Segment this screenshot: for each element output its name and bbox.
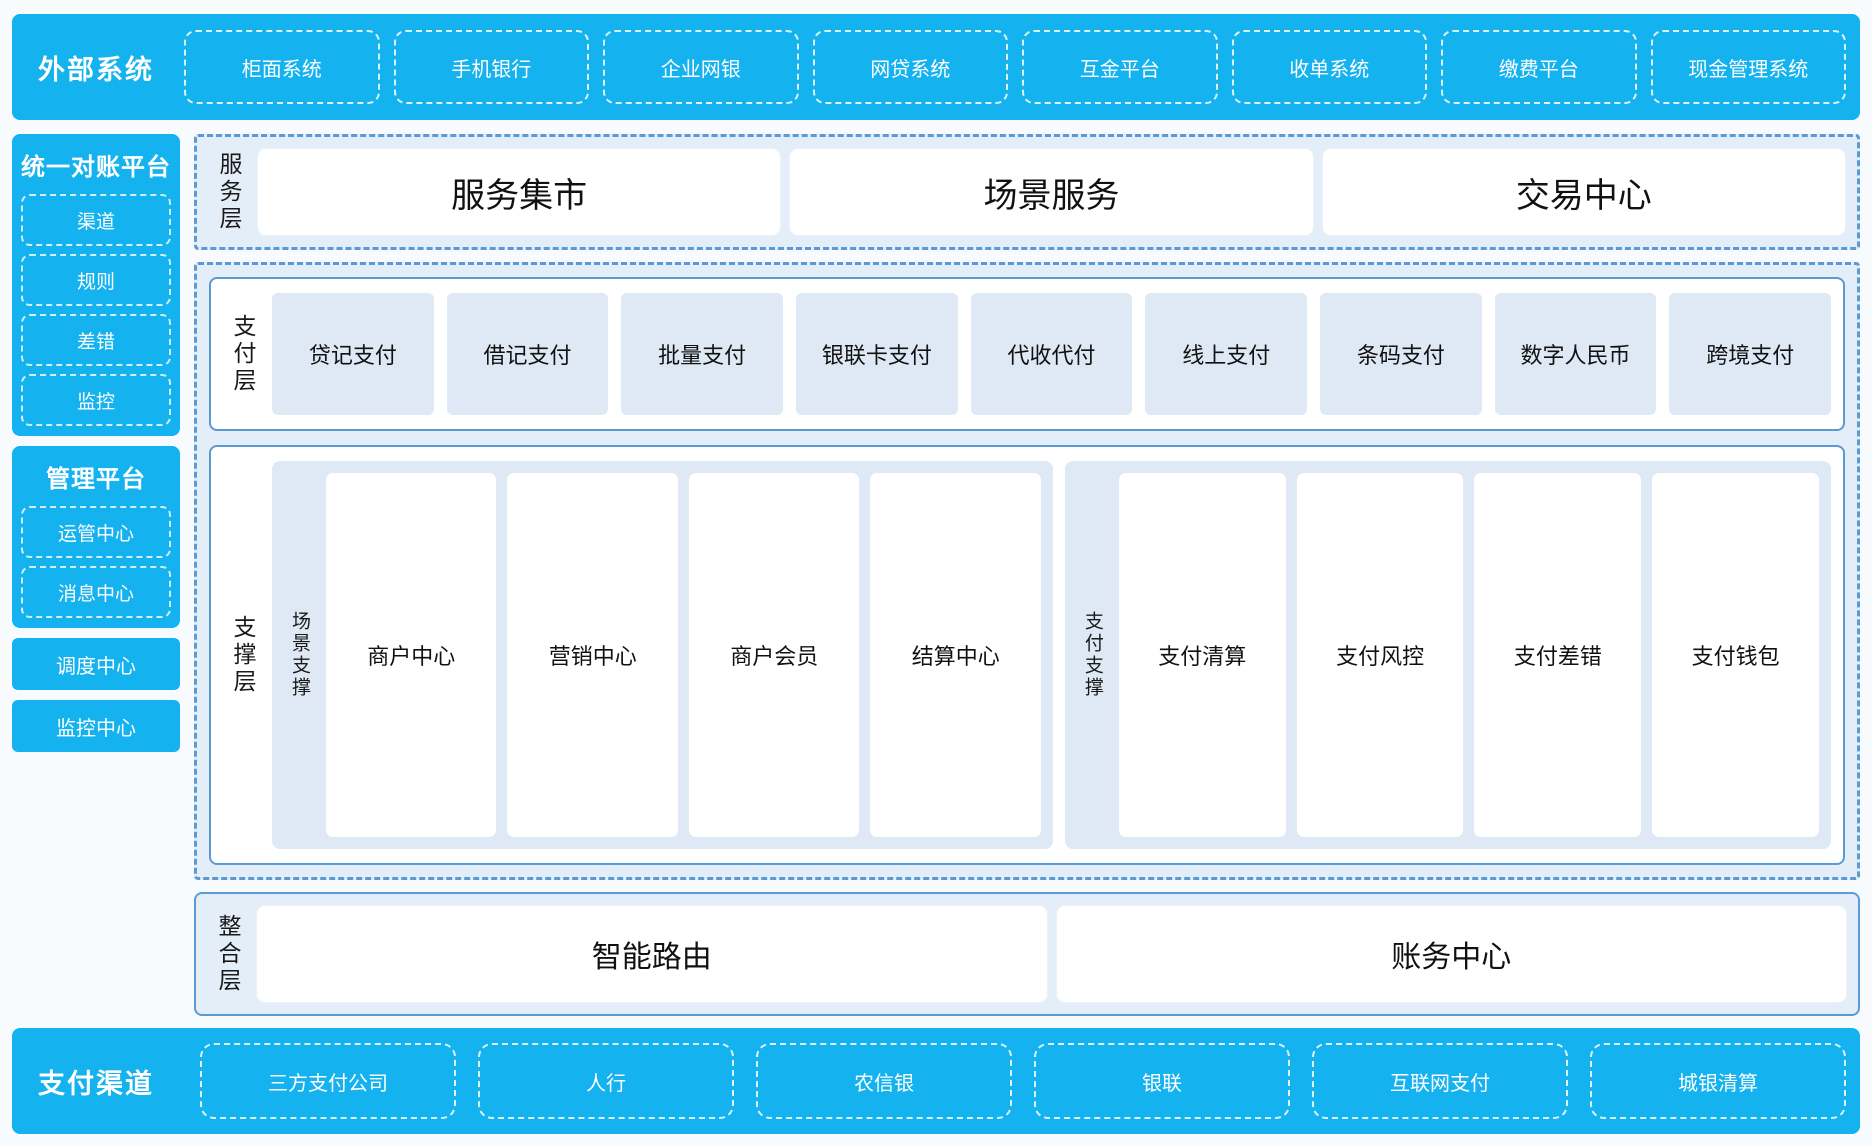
pay-support-label: 支付支撑 — [1077, 473, 1108, 837]
service-card-scene[interactable]: 场景服务 — [790, 149, 1312, 235]
rail-group-management: 管理平台 运管中心 消息中心 — [12, 446, 180, 628]
pay-support-group: 支付支撑 支付清算 支付风控 支付差错 支付钱包 — [1065, 461, 1831, 849]
core-layers-box: 支付层 贷记支付 借记支付 批量支付 银联卡支付 代收代付 线上支付 条码支付 … — [194, 262, 1860, 880]
payment-tile-barcode[interactable]: 条码支付 — [1320, 293, 1482, 415]
payment-tile-credit[interactable]: 贷记支付 — [272, 293, 434, 415]
support-tile-settlement-center[interactable]: 结算中心 — [870, 473, 1040, 837]
payment-channel-chip[interactable]: 银联 — [1034, 1043, 1290, 1119]
support-layer-label: 支撑层 — [223, 461, 262, 849]
service-layer-row: 服务层 服务集市 场景服务 交易中心 — [209, 149, 1845, 235]
support-layer-panel: 支撑层 场景支撑 商户中心 营销中心 商户会员 结算中心 支付支撑 支付清算 — [209, 445, 1845, 865]
payment-channel-chip[interactable]: 互联网支付 — [1312, 1043, 1568, 1119]
rail-group-title: 管理平台 — [21, 454, 171, 498]
external-systems-bar: 外部系统 柜面系统 手机银行 企业网银 网贷系统 互金平台 收单系统 缴费平台 … — [12, 14, 1860, 120]
payment-channel-chip[interactable]: 三方支付公司 — [200, 1043, 456, 1119]
payment-channels-title: 支付渠道 — [26, 1062, 170, 1101]
rail-item-message-center[interactable]: 消息中心 — [21, 566, 171, 618]
support-tile-payment-risk[interactable]: 支付风控 — [1297, 473, 1464, 837]
integration-layer-panel: 整合层 智能路由 账务中心 — [194, 892, 1860, 1016]
support-tile-payment-clearing[interactable]: 支付清算 — [1119, 473, 1286, 837]
payment-channel-chip[interactable]: 人行 — [478, 1043, 734, 1119]
content-column: 服务层 服务集市 场景服务 交易中心 支付层 贷记支付 借记支付 批量支付 银联… — [194, 134, 1860, 1016]
payment-tile-debit[interactable]: 借记支付 — [447, 293, 609, 415]
payment-tile-digital-rmb[interactable]: 数字人民币 — [1495, 293, 1657, 415]
external-systems-title: 外部系统 — [26, 48, 170, 87]
payment-channel-chip[interactable]: 城银清算 — [1590, 1043, 1846, 1119]
service-card-market[interactable]: 服务集市 — [258, 149, 780, 235]
payment-layer-panel: 支付层 贷记支付 借记支付 批量支付 银联卡支付 代收代付 线上支付 条码支付 … — [209, 277, 1845, 431]
left-rail: 统一对账平台 渠道 规则 差错 监控 管理平台 运管中心 消息中心 调度中心 监… — [12, 134, 180, 1016]
rail-group-reconciliation: 统一对账平台 渠道 规则 差错 监控 — [12, 134, 180, 436]
external-system-chip[interactable]: 柜面系统 — [184, 30, 380, 104]
external-system-chip[interactable]: 收单系统 — [1232, 30, 1428, 104]
support-tile-payment-error[interactable]: 支付差错 — [1474, 473, 1641, 837]
payment-channels-bar: 支付渠道 三方支付公司 人行 农信银 银联 互联网支付 城银清算 — [12, 1028, 1860, 1134]
rail-item-scheduling-center[interactable]: 调度中心 — [12, 638, 180, 690]
payment-channels-list: 三方支付公司 人行 农信银 银联 互联网支付 城银清算 — [184, 1043, 1846, 1119]
scene-support-label: 场景支撑 — [284, 473, 315, 837]
rail-item-channel[interactable]: 渠道 — [21, 194, 171, 246]
rail-group-title: 统一对账平台 — [21, 142, 171, 186]
payment-tile-cross-border[interactable]: 跨境支付 — [1669, 293, 1831, 415]
payment-channel-chip[interactable]: 农信银 — [756, 1043, 1012, 1119]
support-tile-merchant-center[interactable]: 商户中心 — [326, 473, 496, 837]
rail-item-rule[interactable]: 规则 — [21, 254, 171, 306]
rail-item-monitoring-center[interactable]: 监控中心 — [12, 700, 180, 752]
payment-tile-collection-payment[interactable]: 代收代付 — [971, 293, 1133, 415]
external-system-chip[interactable]: 企业网银 — [603, 30, 799, 104]
integration-layer-label: 整合层 — [208, 906, 247, 1002]
payment-tile-unionpay-card[interactable]: 银联卡支付 — [796, 293, 958, 415]
external-system-chip[interactable]: 现金管理系统 — [1651, 30, 1847, 104]
support-layer-groups: 场景支撑 商户中心 营销中心 商户会员 结算中心 支付支撑 支付清算 支付风控 … — [272, 461, 1831, 849]
scene-support-group: 场景支撑 商户中心 营销中心 商户会员 结算中心 — [272, 461, 1053, 849]
payment-tile-online[interactable]: 线上支付 — [1145, 293, 1307, 415]
support-tile-merchant-member[interactable]: 商户会员 — [689, 473, 859, 837]
service-card-transaction[interactable]: 交易中心 — [1323, 149, 1845, 235]
integration-card-smart-routing[interactable]: 智能路由 — [257, 906, 1047, 1002]
middle-region: 统一对账平台 渠道 规则 差错 监控 管理平台 运管中心 消息中心 调度中心 监… — [12, 134, 1860, 1016]
rail-item-operations-center[interactable]: 运管中心 — [21, 506, 171, 558]
external-system-chip[interactable]: 手机银行 — [394, 30, 590, 104]
rail-item-monitor[interactable]: 监控 — [21, 374, 171, 426]
external-system-chip[interactable]: 互金平台 — [1022, 30, 1218, 104]
integration-card-accounting-center[interactable]: 账务中心 — [1057, 906, 1847, 1002]
external-system-chip[interactable]: 缴费平台 — [1441, 30, 1637, 104]
external-systems-list: 柜面系统 手机银行 企业网银 网贷系统 互金平台 收单系统 缴费平台 现金管理系… — [184, 30, 1846, 104]
service-layer-label: 服务层 — [209, 149, 248, 235]
rail-item-error[interactable]: 差错 — [21, 314, 171, 366]
support-tile-marketing-center[interactable]: 营销中心 — [507, 473, 677, 837]
service-layer-box: 服务层 服务集市 场景服务 交易中心 — [194, 134, 1860, 250]
payment-tile-batch[interactable]: 批量支付 — [621, 293, 783, 415]
external-system-chip[interactable]: 网贷系统 — [813, 30, 1009, 104]
support-tile-payment-wallet[interactable]: 支付钱包 — [1652, 473, 1819, 837]
payment-layer-label: 支付层 — [223, 293, 262, 415]
payment-layer-tiles: 贷记支付 借记支付 批量支付 银联卡支付 代收代付 线上支付 条码支付 数字人民… — [272, 293, 1831, 415]
